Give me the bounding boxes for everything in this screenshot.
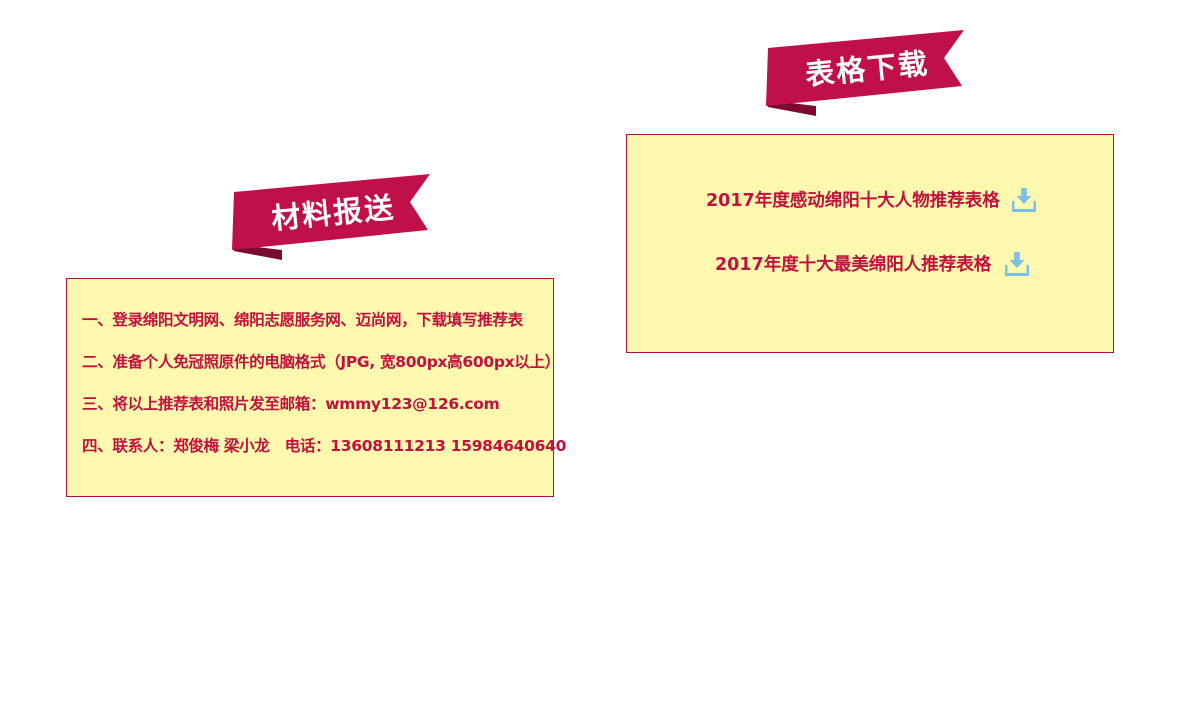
- ribbon-shape: [232, 174, 430, 260]
- download-link-touching-people[interactable]: 2017年度感动绵阳十大人物推荐表格: [706, 187, 1036, 212]
- forms-panel: 2017年度感动绵阳十大人物推荐表格 2017年度十大最美绵阳人推荐表格: [626, 134, 1114, 353]
- materials-step: 一、登录绵阳文明网、绵阳志愿服务网、迈尚网，下载填写推荐表: [82, 311, 523, 329]
- download-link-most-beautiful[interactable]: 2017年度十大最美绵阳人推荐表格: [715, 251, 1030, 276]
- materials-step: 三、将以上推荐表和照片发至邮箱：wmmy123@126.com: [82, 395, 500, 413]
- materials-step: 二、准备个人免冠照原件的电脑格式（JPG, 宽800px高600px以上）: [82, 353, 560, 371]
- materials-step: 四、联系人：郑俊梅 梁小龙 电话：13608111213 15984640640: [82, 437, 567, 455]
- forms-ribbon: 表格下载: [766, 30, 966, 116]
- materials-panel: 一、登录绵阳文明网、绵阳志愿服务网、迈尚网，下载填写推荐表 二、准备个人免冠照原…: [66, 278, 566, 497]
- ribbon-shape: [766, 30, 964, 116]
- download-link-label[interactable]: 2017年度感动绵阳十大人物推荐表格: [706, 191, 1000, 211]
- download-icon[interactable]: [1011, 187, 1036, 212]
- materials-steps: 一、登录绵阳文明网、绵阳志愿服务网、迈尚网，下载填写推荐表 二、准备个人免冠照原…: [82, 310, 566, 478]
- download-link-label[interactable]: 2017年度十大最美绵阳人推荐表格: [715, 255, 992, 275]
- download-icon[interactable]: [1005, 251, 1030, 276]
- materials-ribbon: 材料报送: [232, 174, 432, 260]
